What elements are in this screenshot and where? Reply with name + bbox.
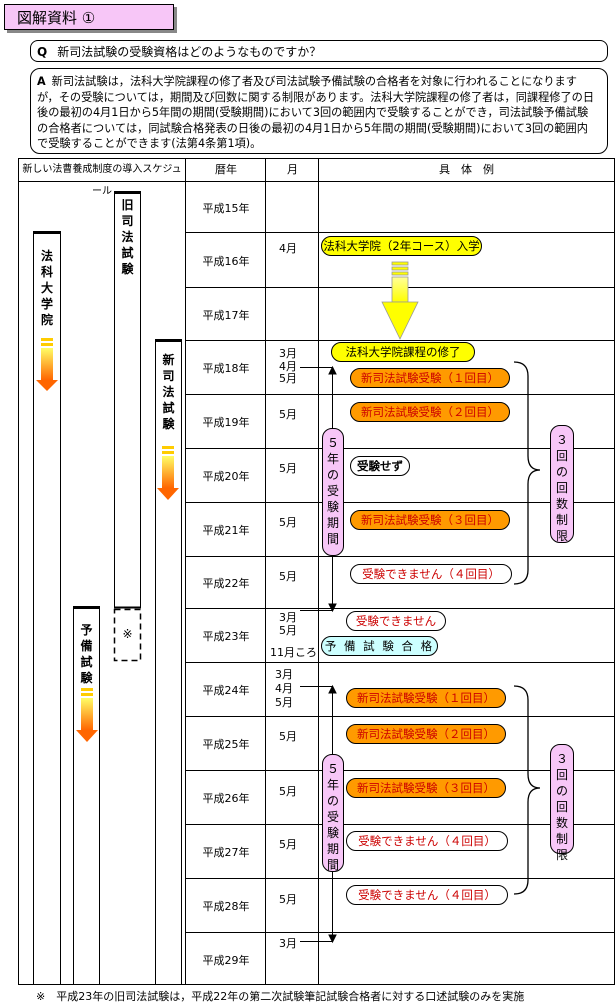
header-year: 暦年 xyxy=(215,163,237,176)
event-enroll: 法科大学院（2年コース）入学 xyxy=(321,236,482,256)
month-label: 11月ころ xyxy=(270,646,317,659)
track-prelim: 予備試験 xyxy=(74,622,99,686)
header-schedule: 新しい法曹養成制度の導入スケジュール xyxy=(22,164,182,197)
old-exam-note: ※ xyxy=(122,627,133,641)
track-new-exam-label: 新司法試験 xyxy=(162,353,175,431)
law-school-arrow-icon xyxy=(36,338,58,391)
header-month: 月 xyxy=(287,163,298,176)
question-mark: Q xyxy=(37,45,48,59)
event-attempt-3: 新司法試験受験（３回目） xyxy=(350,510,510,530)
footnote: ※ 平成23年の旧司法試験は，平成22年の第二次試験筆記試験合格者に対する口述試… xyxy=(36,990,525,1003)
track-law-school: 法科大学院 xyxy=(34,248,60,328)
month-label: 4月 xyxy=(279,360,297,373)
page-title: 図解資料 ① xyxy=(4,4,174,30)
event-prelim-attempt-1: 新司法試験受験（１回目） xyxy=(346,688,506,708)
header-example: 具 体 例 xyxy=(439,163,494,176)
event-attempt-1: 新司法試験受験（１回目） xyxy=(350,368,510,388)
new-exam-arrow-icon xyxy=(157,446,179,500)
track-prelim-label: 予備試験 xyxy=(80,623,93,685)
month-label: 3月 xyxy=(279,347,297,360)
year-label: 平成24年 xyxy=(202,684,250,697)
track-law-school-label: 法科大学院 xyxy=(40,249,53,327)
month-label: 5月 xyxy=(279,570,297,583)
month-label: 5月 xyxy=(279,730,297,743)
year-label: 平成21年 xyxy=(202,524,250,537)
month-label: 5月 xyxy=(279,785,297,798)
year-label: 平成25年 xyxy=(202,738,250,751)
year-label: 平成29年 xyxy=(202,954,250,967)
track-new-exam: 新司法試験 xyxy=(156,352,181,432)
month-label: 4月 xyxy=(275,682,293,695)
track-old-exam-label: 旧司法試験 xyxy=(121,198,134,276)
event-complete: 法科大学院課程の修了 xyxy=(331,342,475,362)
year-label: 平成20年 xyxy=(202,470,250,483)
year-label: 平成17年 xyxy=(202,309,250,322)
year-label: 平成27年 xyxy=(202,846,250,859)
enroll-to-complete-arrow-icon xyxy=(381,261,419,340)
month-label: 5月 xyxy=(279,624,297,637)
month-label: 5月 xyxy=(279,462,297,475)
question-text: 新司法試験の受験資格はどのようなものですか？ xyxy=(57,45,322,59)
year-label: 平成22年 xyxy=(202,577,250,590)
prelim-arrow-icon xyxy=(76,688,98,742)
event-attempt-2: 新司法試験受験（２回目） xyxy=(350,402,510,422)
year-label: 平成26年 xyxy=(202,792,250,805)
month-label: 5月 xyxy=(279,516,297,529)
month-label: 5月 xyxy=(279,838,297,851)
month-label: 3月 xyxy=(279,937,297,950)
month-label: 3月 xyxy=(279,611,297,624)
event-prelim-attempt-2: 新司法試験受験（２回目） xyxy=(346,724,506,744)
year-label: 平成23年 xyxy=(202,630,250,643)
year-label: 平成16年 xyxy=(202,255,250,268)
event-prelim-attempt-3: 新司法試験受験（３回目） xyxy=(346,778,506,798)
month-label: 4月 xyxy=(279,242,297,255)
month-label: 3月 xyxy=(275,668,293,681)
month-label: 5月 xyxy=(279,893,297,906)
month-label: 5月 xyxy=(275,696,293,709)
event-prelim-pass: 予 備 試 験 合 格 xyxy=(321,636,438,656)
event-not-allowed-4: 受験できません（４回目） xyxy=(350,564,512,584)
event-prelim-not-allowed-4a: 受験できません（４回目） xyxy=(346,831,508,851)
event-skip: 受験せず xyxy=(350,456,410,476)
track-old-exam: 旧司法試験 xyxy=(115,197,140,277)
year-label: 平成15年 xyxy=(202,202,250,215)
answer-text: 新司法試験は，法科大学院課程の修了者及び司法試験予備試験の合格者を対象に行われる… xyxy=(37,75,595,150)
question-box: Q 新司法試験の受験資格はどのようなものですか？ xyxy=(30,40,608,62)
year-label: 平成19年 xyxy=(202,416,250,429)
event-not-allowed: 受験できません xyxy=(346,611,446,631)
month-label: 5月 xyxy=(279,372,297,385)
year-label: 平成28年 xyxy=(202,900,250,913)
event-prelim-not-allowed-4b: 受験できません（４回目） xyxy=(346,885,508,905)
year-label: 平成18年 xyxy=(202,362,250,375)
answer-mark: A xyxy=(37,75,46,88)
month-label: 5月 xyxy=(279,408,297,421)
